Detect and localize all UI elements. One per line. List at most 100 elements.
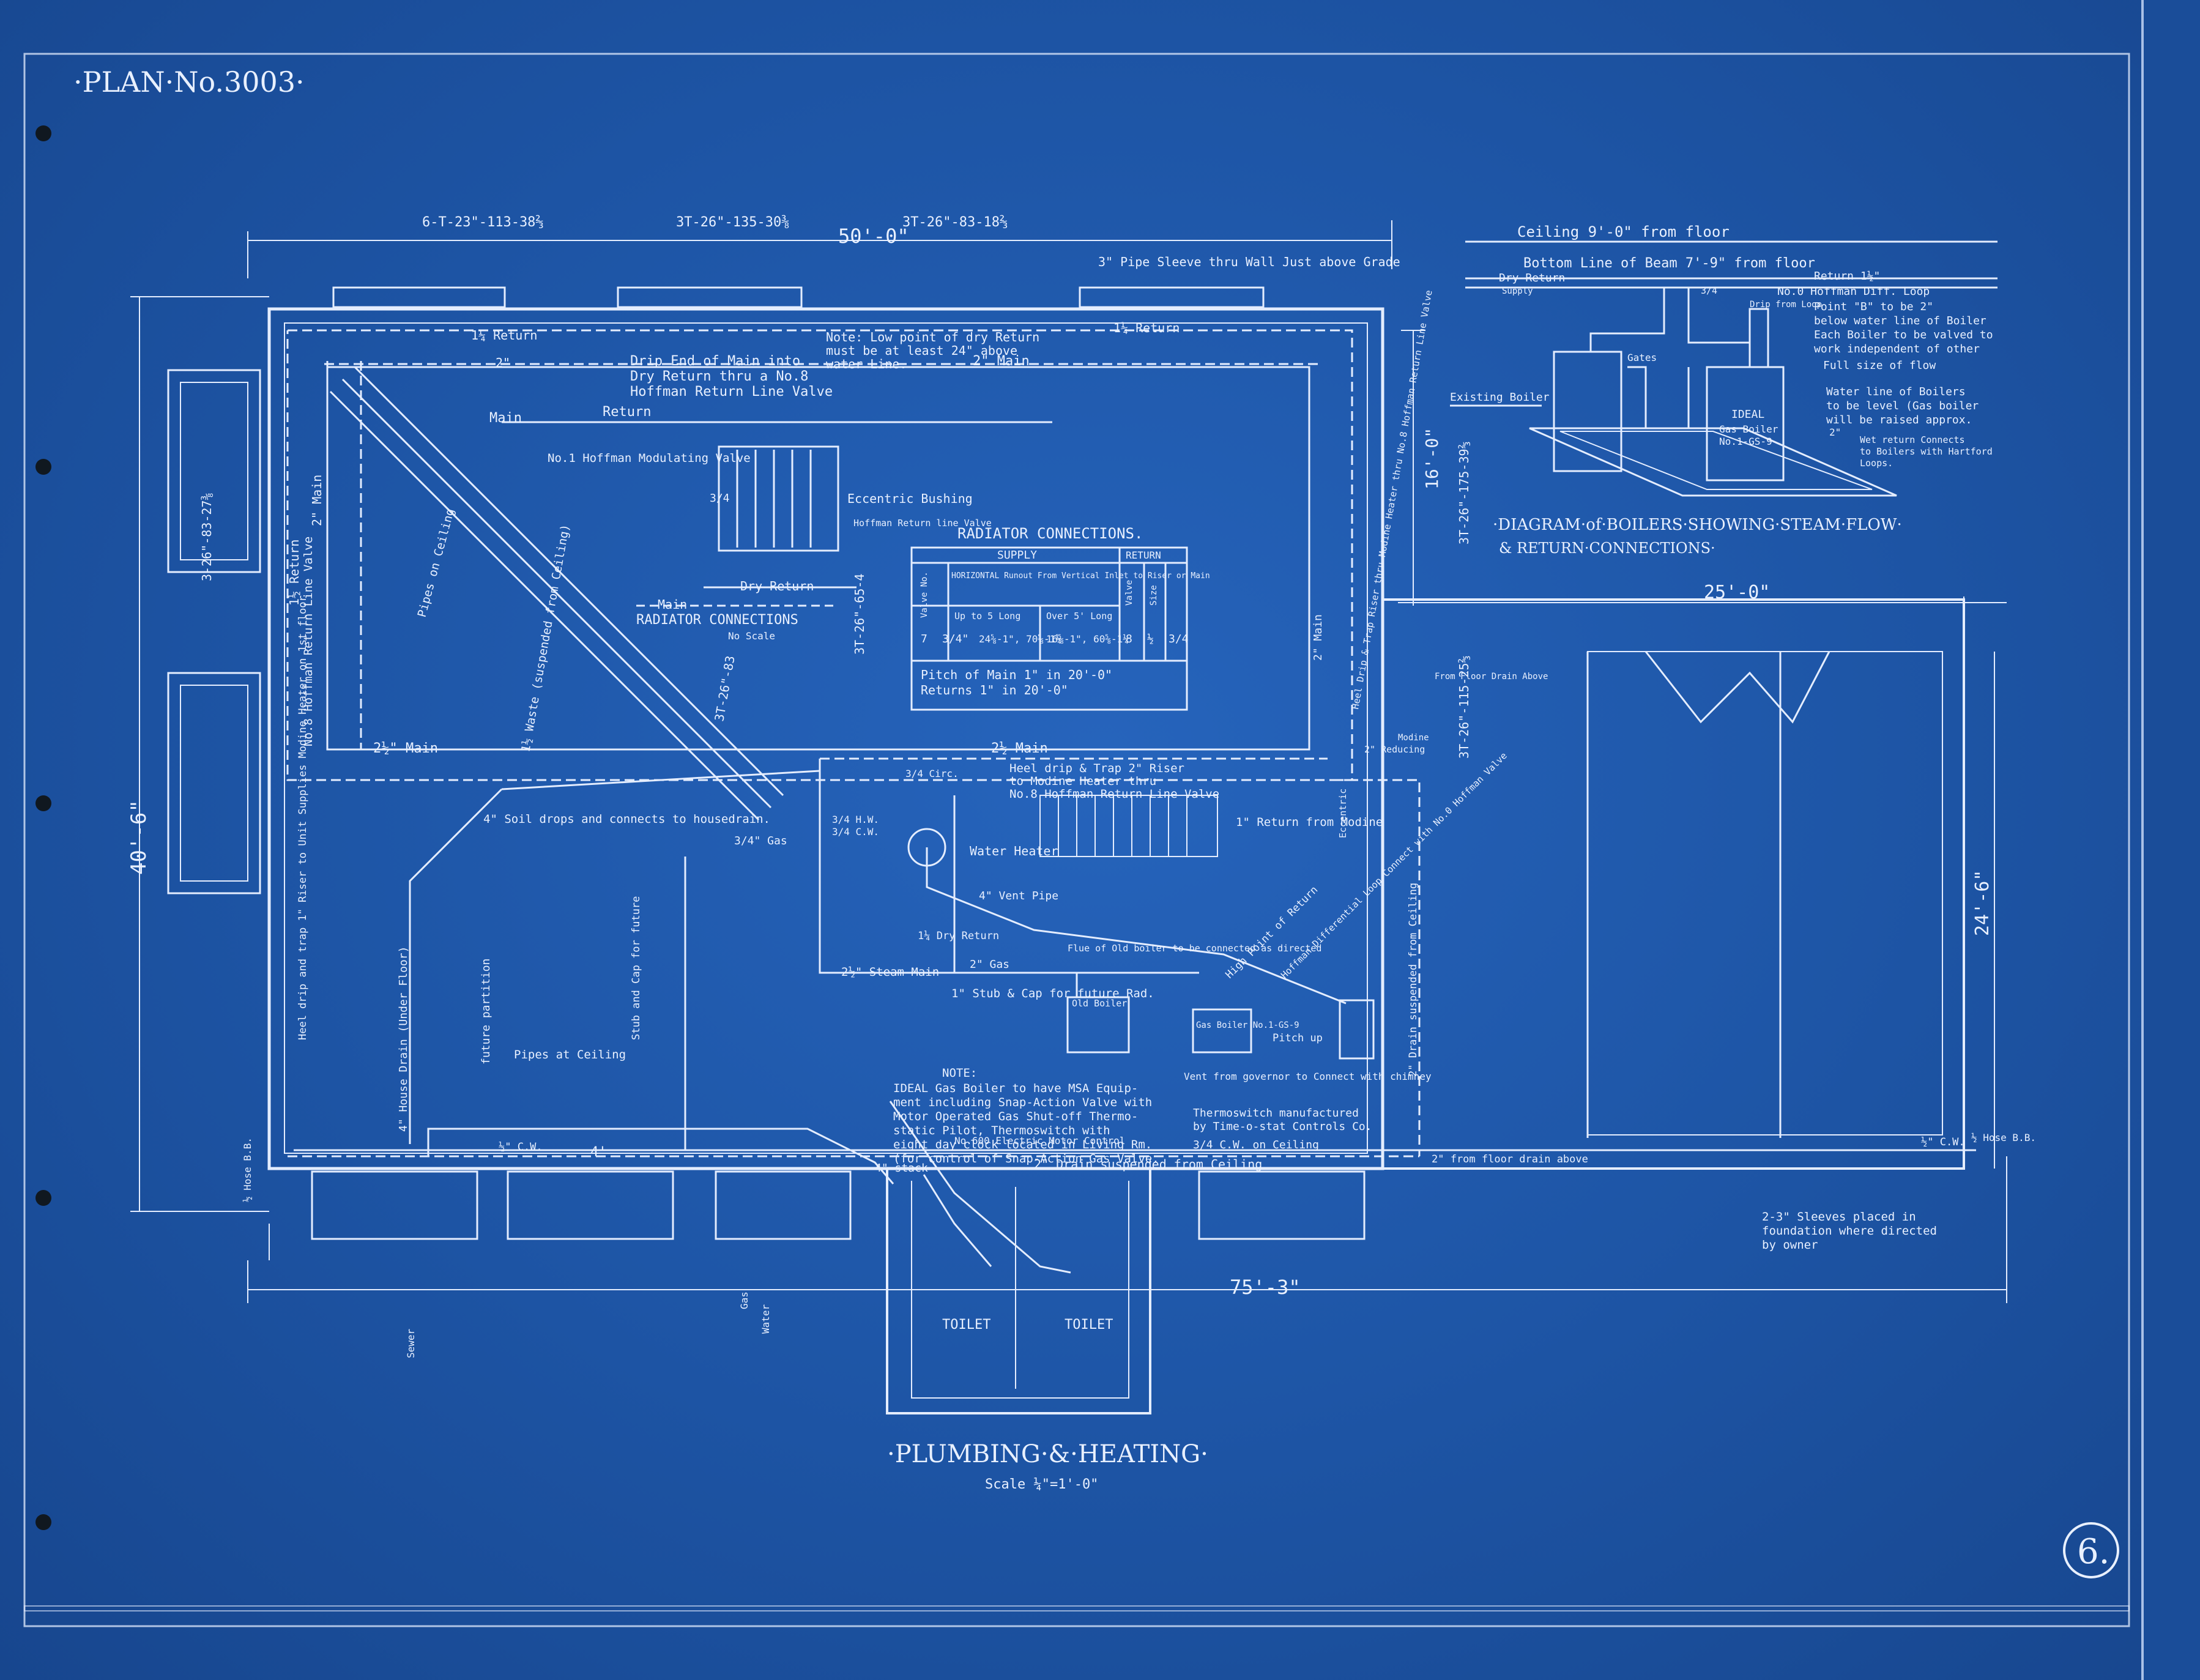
label-stub-cap: 1" Stub & Cap for future Rad.: [951, 987, 1154, 1000]
radiator-tag: 3T-26"-175-39⅔: [1457, 441, 1471, 545]
label-hose-bib: ½ Hose B.B.: [1971, 1132, 2036, 1143]
label-modine: Modine: [1398, 733, 1429, 743]
main-scale: Scale ¼"=1'-0": [985, 1477, 1098, 1492]
note-line: IDEAL Gas Boiler to have MSA Equip-: [893, 1082, 1138, 1095]
label-sleeves: by owner: [1762, 1238, 1818, 1252]
label-heel-drip: to Modine Heater thru: [1009, 775, 1156, 788]
boiler-diagram-label: work independent of other: [1814, 343, 1980, 355]
boiler-diagram-label: below water line of Boiler: [1814, 314, 1986, 327]
label-thermoswitch: by Time-o-stat Controls Co.: [1193, 1120, 1372, 1133]
schedule-cell: 3/4": [942, 633, 968, 645]
label-heel-drip: Heel drip & Trap 2" Riser: [1009, 762, 1184, 775]
label-reducing: 2" Reducing: [1364, 744, 1425, 755]
foundation-walls: [267, 307, 1384, 1170]
label-dry-return: 1¼ Dry Return: [918, 930, 999, 942]
sheet-number-circle: [2063, 1522, 2119, 1578]
label-house-drain: 4" House Drain (Under Floor): [397, 946, 410, 1132]
label-hoffman-valve: No.8 Hoffman Return Line Valve: [302, 537, 315, 746]
boiler-diagram-label: Point "B" to be 2": [1814, 300, 1933, 313]
label-heel-drip: No.8 Hoffman Return Line Valve: [1009, 787, 1219, 801]
label-pipes-at-ceiling: Pipes at Ceiling: [514, 1048, 626, 1061]
binding-hole: [35, 1190, 51, 1206]
radiator-detail-label: No.1 Hoffman Modulating Valve: [548, 452, 751, 465]
schedule-header: SUPPLY: [997, 549, 1037, 562]
boiler-diagram-label: No.0 Hoffman Diff. Loop: [1777, 285, 1930, 298]
schedule-pitch: Returns 1" in 20'-0": [921, 683, 1068, 697]
label-low-point: Note: Low point of dry Return: [826, 330, 1039, 344]
boiler-diagram-label: No.1-GS-9: [1719, 436, 1772, 447]
label-soil-drops: 4" Soil drops and connects to housedrain…: [483, 812, 770, 826]
radiator-detail-label: Hoffman Return line Valve: [853, 518, 992, 529]
window-wells: [167, 286, 1366, 1240]
toilet-room: [886, 1169, 1151, 1414]
dim-right-upper: 16'-0": [1422, 428, 1442, 489]
note-line: static Pilot, Thermoswitch with: [893, 1124, 1110, 1137]
label-future-partition: future partition: [480, 959, 492, 1065]
schedule-col: Up to 5 Long: [954, 611, 1020, 622]
label-circ: 3/4 Circ.: [905, 768, 959, 779]
schedule-cell: 16⅝-1", 60⅝-1¼: [1046, 633, 1129, 645]
sheet-edge: [2141, 0, 2200, 1680]
binding-hole: [35, 1514, 51, 1530]
radiator-tag: 3T-26"-65-4: [852, 574, 867, 655]
boiler-diagram-title: & RETURN·CONNECTIONS·: [1499, 540, 1715, 557]
label-vent-pipe: 4" Vent Pipe: [979, 890, 1058, 902]
label-main-left: 2" Main: [310, 475, 324, 526]
boiler-diagram-label: Return 1½": [1814, 270, 1880, 283]
note-line: Motor Operated Gas Shut-off Thermo-: [893, 1110, 1138, 1123]
label-water-meter: Water: [760, 1304, 771, 1334]
boiler-diagram-label: Wet return Connects: [1860, 434, 1965, 445]
label-main: 2" Main: [973, 354, 1030, 369]
radiator-detail-label: Dry Return: [740, 579, 814, 593]
label-return: 1¼ Return: [1113, 321, 1180, 335]
note-line: No.600 Electric Motor Control: [954, 1135, 1125, 1147]
radiator-tag: 3-26"-83-27⅜: [199, 493, 214, 582]
label-drip-note: Hoffman Return Line Valve: [630, 384, 833, 400]
label-sleeve-note: 3" Pipe Sleeve thru Wall Just above Grad…: [1098, 255, 1400, 269]
main-title: ·PLUMBING·&·HEATING·: [887, 1440, 1208, 1468]
schedule-col: Size: [1149, 585, 1159, 606]
note-title: NOTE:: [942, 1066, 977, 1080]
schedule-header: RETURN: [1126, 549, 1161, 561]
label-main-lower: 2½" Main: [373, 741, 438, 756]
label-drain-size: 4': [590, 1145, 607, 1160]
radiator-detail: [502, 421, 1052, 607]
label-toilet: TOILET: [942, 1317, 990, 1332]
label-pipes-ceiling: Pipes on Ceiling: [415, 507, 458, 619]
label-heel-drip-left: Heel drip and trap 1" Riser to Unit Supp…: [297, 595, 309, 1040]
boiler-room: [907, 828, 1375, 1060]
dim-top: 50'-0": [838, 225, 909, 248]
note-line: (for control of Snap-Action Gas Valve.: [893, 1152, 1159, 1165]
radiator-tag: 3T-26"-83: [712, 655, 737, 723]
boiler-diagram-label: to Boilers with Hartford: [1860, 446, 1993, 457]
label-steam-main: 2½" Steam Main: [841, 965, 939, 979]
dim-garage-width: 25'-0": [1704, 582, 1770, 603]
label-floor-drain: 2" from floor drain above: [1432, 1153, 1588, 1165]
label-old-boiler: Old Boiler: [1072, 998, 1127, 1009]
boiler-diagram-label: Ceiling 9'-0" from floor: [1517, 223, 1730, 240]
label-floor-drain-r: From Floor Drain Above: [1435, 672, 1548, 682]
radiator-detail-title: RADIATOR CONNECTIONS: [636, 612, 798, 628]
steam-return-piping: [286, 329, 1421, 1158]
sheet-number: 6.: [2077, 1532, 2109, 1572]
note-line: eight day clock located in Living Rm.: [893, 1138, 1152, 1151]
schedule-title: RADIATOR CONNECTIONS.: [957, 525, 1143, 542]
label-return-modine: 1" Return from Modine: [1236, 816, 1383, 829]
label-cw-ceiling: 3/4 C.W. on Ceiling: [1193, 1139, 1319, 1151]
label-sleeves: 2-3" Sleeves placed in: [1762, 1210, 1916, 1224]
dimension-lines: [130, 220, 2007, 1303]
label-high-point: High Point of Return: [1223, 884, 1320, 981]
label-hose-bib: ½ Hose B.B.: [242, 1137, 253, 1202]
label-main-lower: 2½ Main: [991, 741, 1048, 756]
label-hw: 3/4 H.W.: [832, 814, 879, 825]
boiler-diagram-title: ·DIAGRAM·of·BOILERS·SHOWING·STEAM·FLOW·: [1493, 516, 1902, 534]
schedule-cell: 24⅝-1", 70⅝-1¼: [979, 633, 1061, 645]
radiator-tag: 3T-26"-115-25⅔: [1457, 655, 1471, 759]
radiator-detail-subtitle: No Scale: [728, 630, 775, 642]
label-thermoswitch: Thermoswitch manufactured: [1193, 1107, 1359, 1120]
label-gas-boiler: Gas Boiler No.1-GS-9: [1196, 1020, 1299, 1030]
boiler-diagram-label: Drip from Loop: [1750, 300, 1822, 310]
dim-left: 40'-6": [127, 800, 151, 875]
